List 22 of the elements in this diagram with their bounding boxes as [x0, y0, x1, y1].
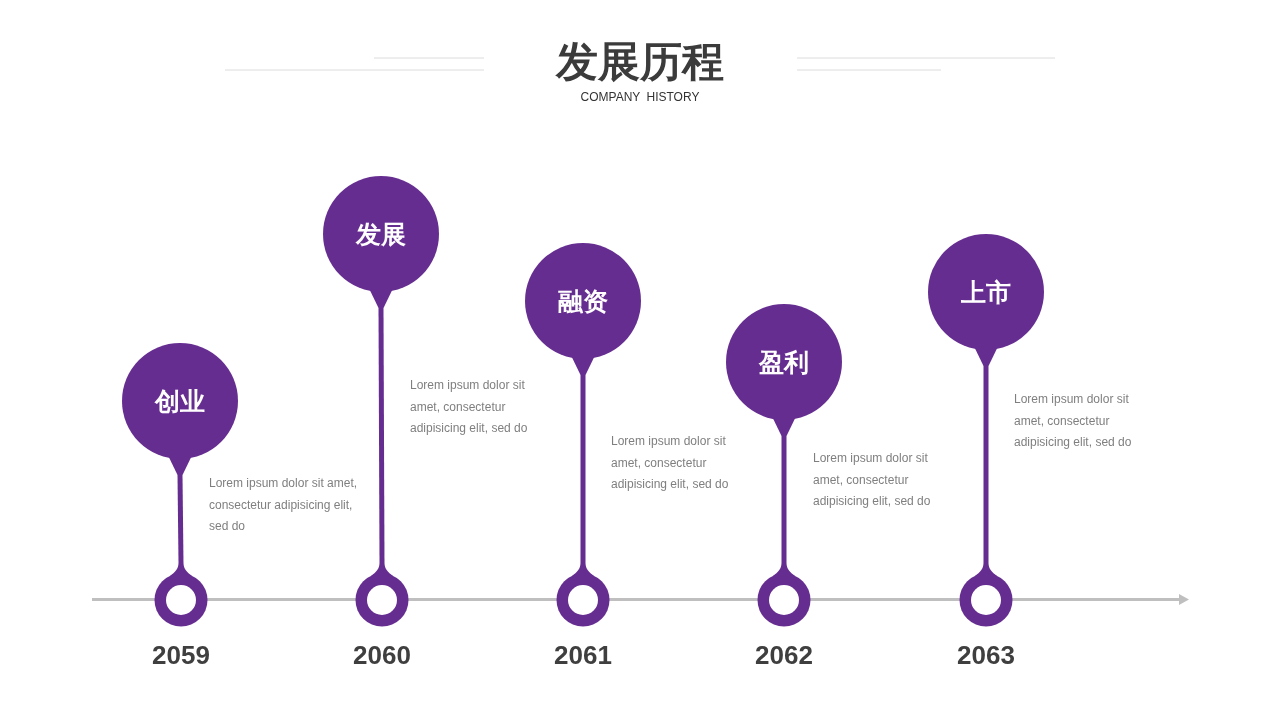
description-text: Lorem ipsum dolor sit amet, consectetur adipisicing elit, sed do — [410, 377, 529, 437]
stem-line — [580, 375, 586, 563]
year-label: 2059 — [151, 640, 211, 670]
stem-line — [983, 366, 989, 563]
timeline-ring — [154, 563, 208, 627]
stem-line — [177, 474, 184, 564]
year-label: 2063 — [956, 640, 1016, 670]
year-label: 2062 — [754, 640, 814, 670]
stem-line — [378, 308, 385, 563]
title: 发展历程 — [556, 38, 724, 86]
description-text: Lorem ipsum dolor sit amet, consectetur adipisicing elit, sed do — [209, 475, 359, 535]
timeline-ring — [757, 563, 811, 627]
timeline-ring — [355, 563, 409, 627]
description-text: Lorem ipsum dolor sit amet, consectetur adipisicing elit, sed do — [611, 433, 730, 493]
description-text: Lorem ipsum dolor sit amet, consectetur adipisicing elit, sed do — [1014, 391, 1133, 451]
subtitle: COMPANY HISTORY — [580, 89, 700, 105]
year-label: 2060 — [352, 640, 412, 670]
year-label: 2061 — [553, 640, 613, 670]
stem-line — [781, 436, 787, 563]
timeline-ring — [959, 563, 1013, 627]
description-text: Lorem ipsum dolor sit amet, consectetur adipisicing elit, sed do — [813, 450, 932, 510]
timeline-ring — [556, 563, 610, 627]
